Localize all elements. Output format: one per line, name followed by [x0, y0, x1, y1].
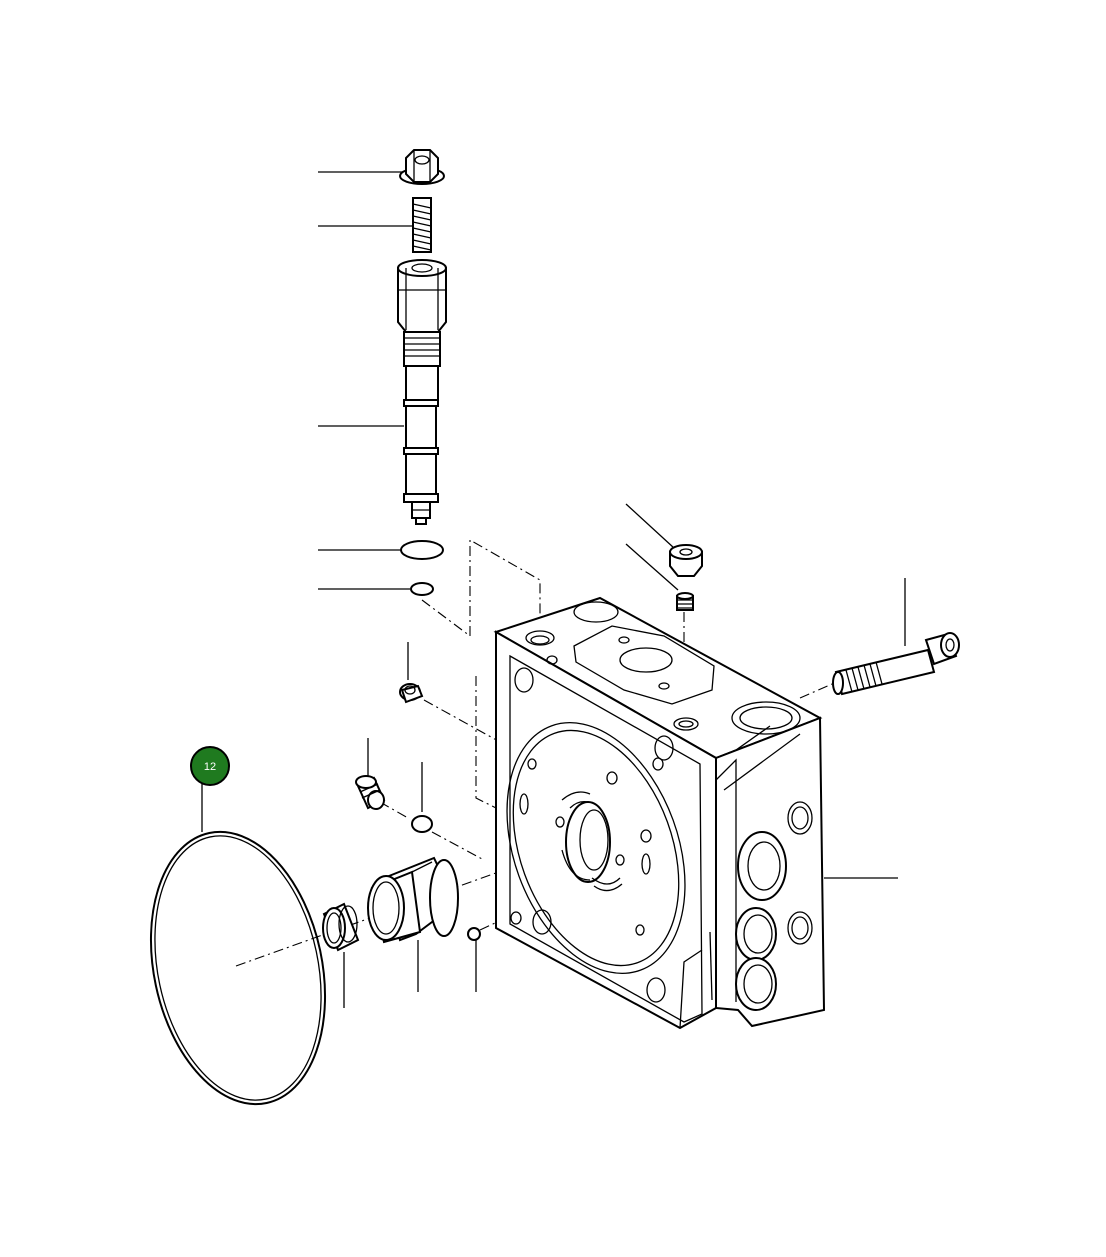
- o-ring-upper: [400, 540, 444, 560]
- valve-assembly: [397, 149, 447, 596]
- tiny-ring: [467, 927, 481, 941]
- threaded-stud: [412, 197, 432, 253]
- large-o-ring: [149, 830, 327, 1106]
- flange-nut: [399, 149, 445, 185]
- bushing: [322, 902, 360, 952]
- plug-top: [669, 544, 703, 577]
- callout-12-label: 12: [204, 761, 216, 773]
- callout-12-badge[interactable]: [190, 746, 230, 786]
- sleeve: [367, 856, 459, 944]
- centerline-o-ring: [431, 831, 485, 861]
- centerline-plug-left: [423, 699, 501, 743]
- plug-small: [676, 592, 694, 611]
- plug-left: [399, 683, 424, 704]
- bolt: [832, 632, 960, 696]
- plug-mid: [355, 775, 386, 810]
- centerline-bracket: [475, 676, 497, 809]
- leader-plug-small: [625, 543, 679, 591]
- valve-spool: [403, 331, 441, 525]
- valve-housing: [493, 596, 826, 1030]
- top-plugs: [669, 544, 703, 611]
- leader-lines: [201, 171, 906, 1008]
- valve-head: [397, 259, 447, 333]
- o-ring-lower: [410, 582, 434, 596]
- callout-12[interactable]: 12: [190, 746, 230, 786]
- leader-plug-top: [625, 503, 675, 549]
- small-o-ring: [411, 815, 433, 833]
- centerline-spool: [421, 539, 541, 638]
- centerline-bolt: [799, 683, 833, 699]
- centerline-plug-mid: [379, 801, 409, 819]
- large-o-ring-inner: [154, 835, 322, 1101]
